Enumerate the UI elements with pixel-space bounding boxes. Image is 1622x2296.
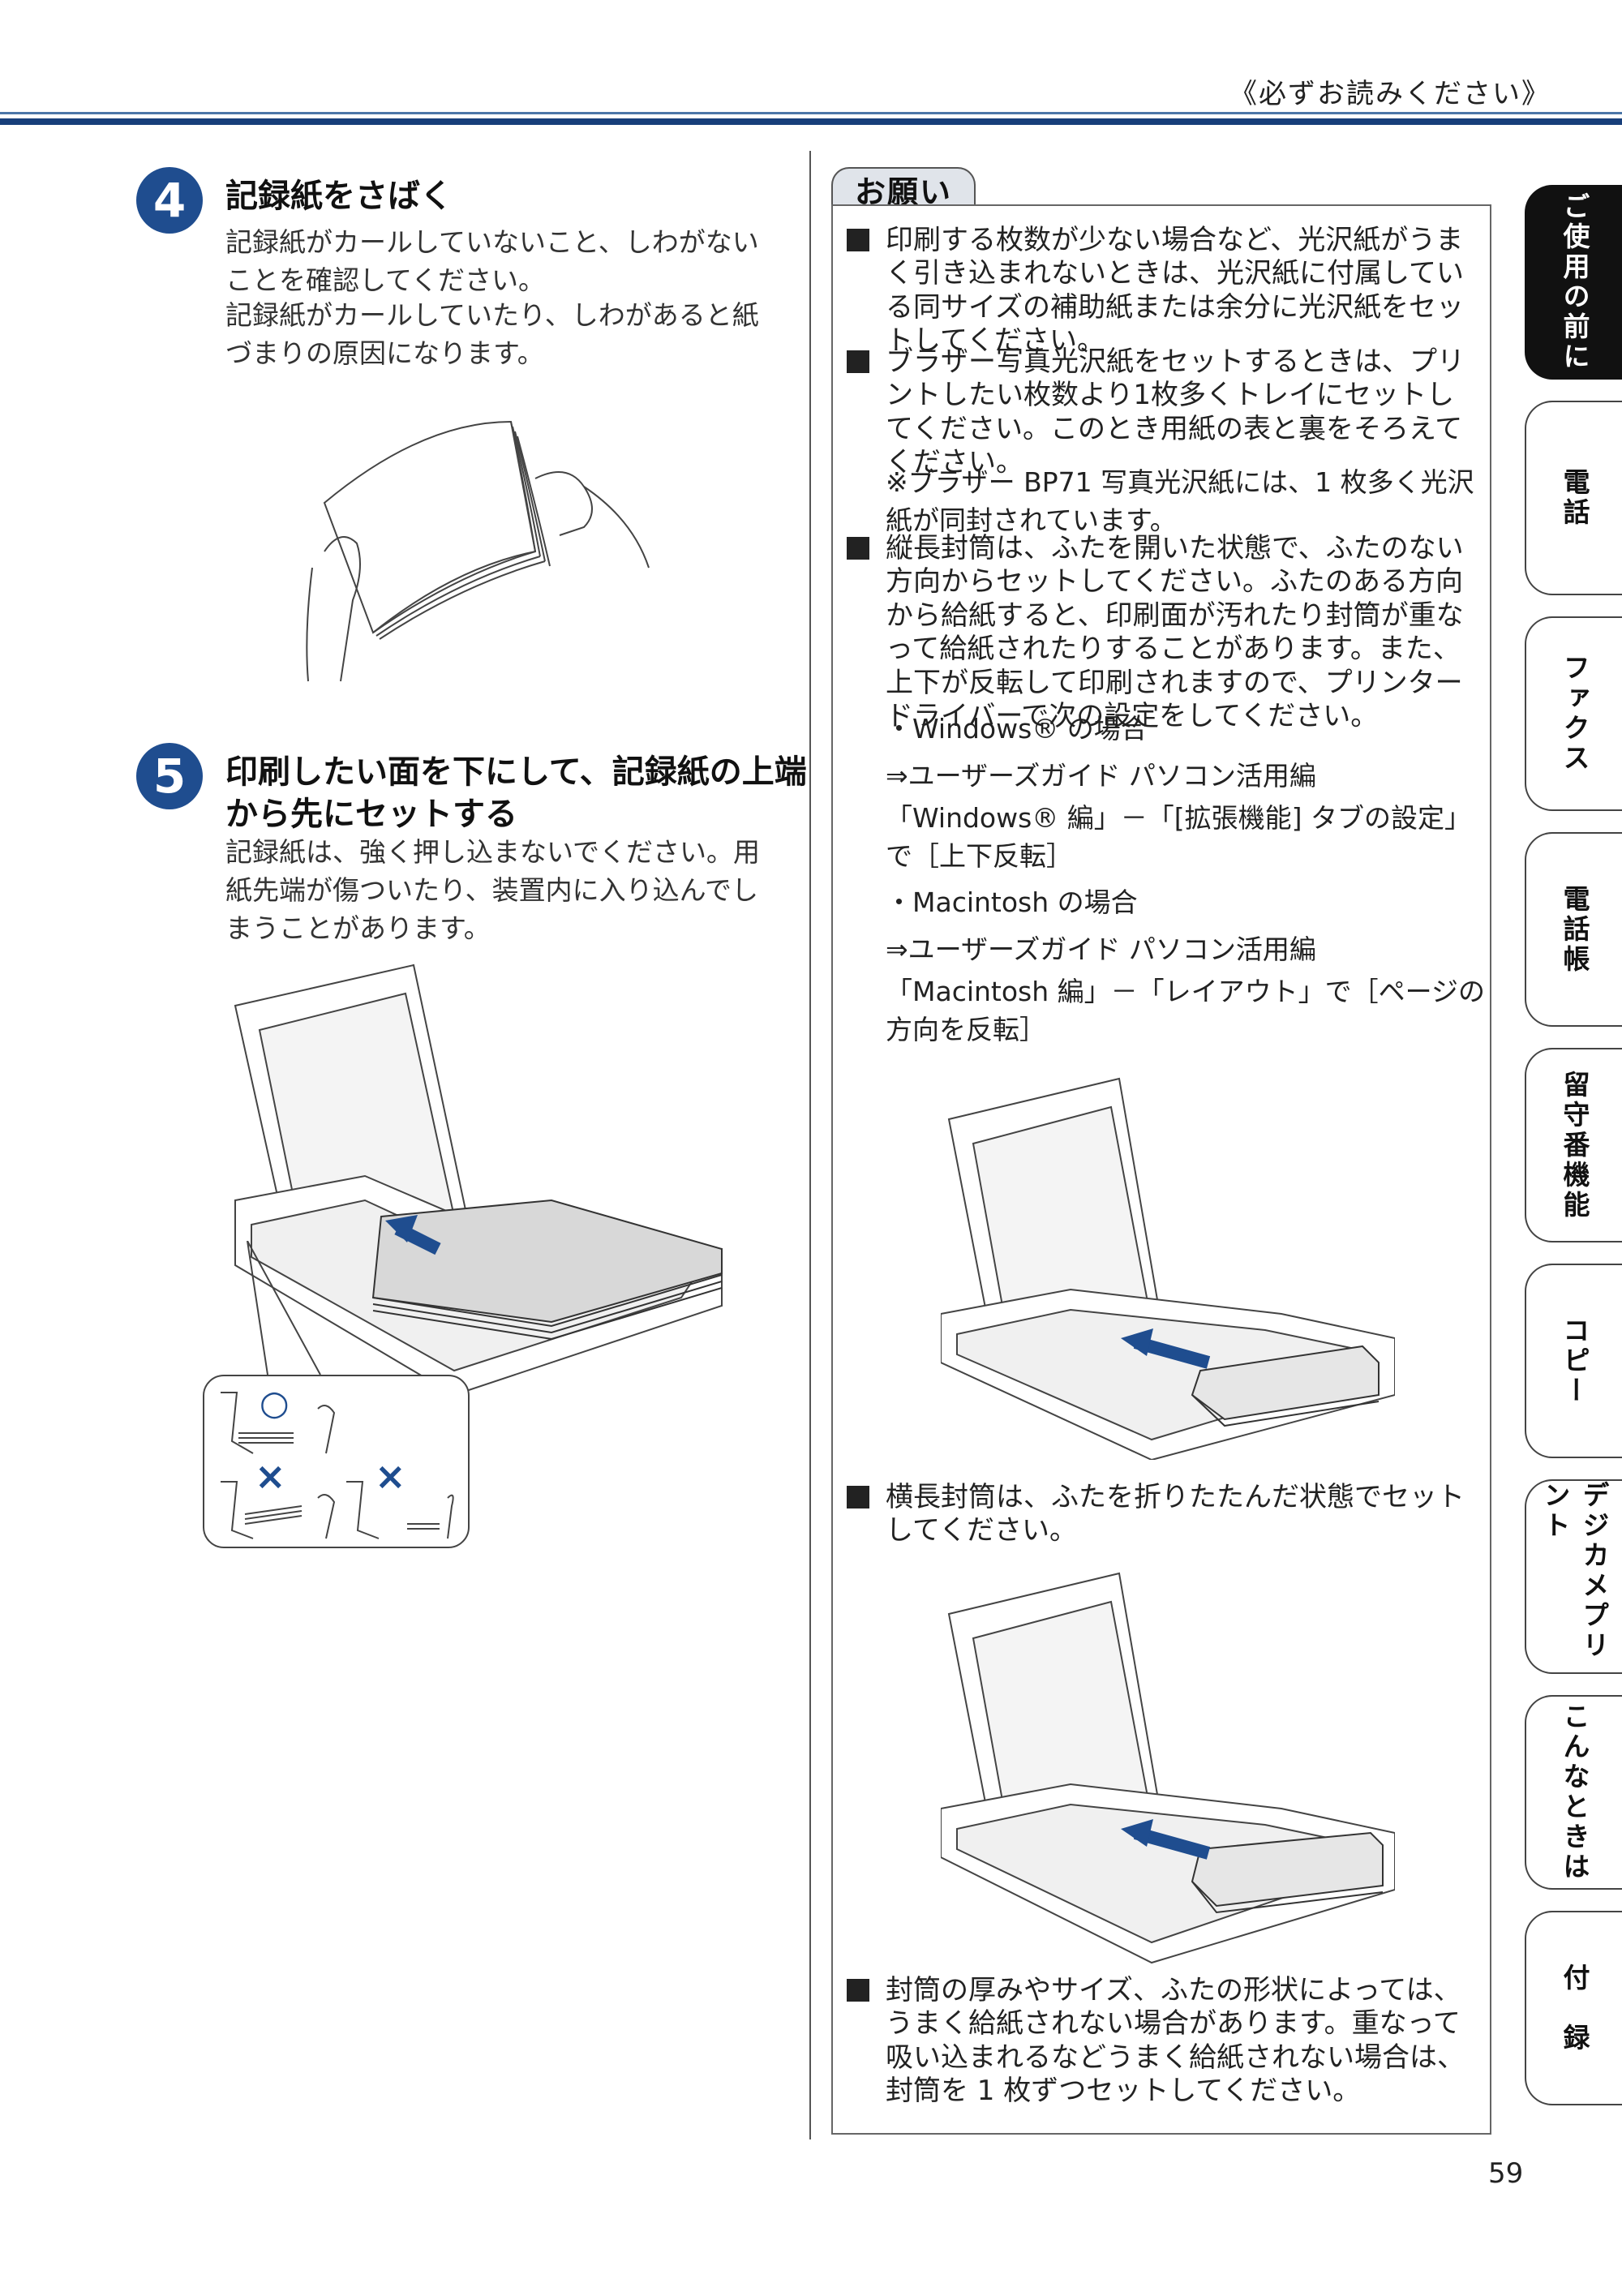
bullet-square bbox=[847, 229, 869, 251]
step-number: 4 bbox=[136, 167, 203, 234]
wide-envelope-tray-illustration bbox=[941, 1572, 1395, 1964]
header-rule-thick bbox=[0, 118, 1622, 125]
placement-diagram bbox=[221, 1392, 454, 1539]
side-tab-label: 付 録 bbox=[1559, 1963, 1590, 2054]
windows-setting: 「Windows® 編」－「[拡張機能] タブの設定」で［上下反転］ bbox=[886, 802, 1472, 872]
step-text: 記録紙がカールしていたり、しわがあると紙づまりの原因になります。 bbox=[225, 299, 759, 369]
request-note: ※ブラザー BP71 写真光沢紙には、1 枚多く光沢紙が同封されています。 bbox=[886, 466, 1474, 536]
fanning-paper-illustration bbox=[306, 420, 650, 682]
side-tab-label: 電話帳 bbox=[1559, 884, 1590, 975]
side-tab-appendix[interactable]: 付 録 bbox=[1525, 1911, 1622, 2105]
ok-mark: ○ bbox=[260, 1383, 290, 1423]
request-tab-label: お願い bbox=[831, 167, 976, 210]
request-bullet: 横長封筒は、ふたを折りたたんだ状態でセットしてください。 bbox=[847, 1481, 1479, 1548]
windows-heading: ・Windows® の場合 bbox=[886, 713, 1148, 745]
column-divider bbox=[809, 151, 811, 2139]
bullet-text: 印刷する枚数が少ない場合など、光沢紙がうまく引き込まれないときは、光沢紙に付属し… bbox=[886, 224, 1464, 358]
bullet-text: 封筒の厚みやサイズ、ふたの形状によっては、うまく給紙されない場合があります。重な… bbox=[886, 1974, 1465, 2108]
side-tab-label: ファクス bbox=[1559, 654, 1590, 774]
bullet-square bbox=[847, 350, 869, 373]
step-text: 記録紙がカールしていないこと、しわがないことを確認してください。 bbox=[225, 226, 759, 296]
side-tab-phone[interactable]: 電話 bbox=[1525, 401, 1622, 595]
bullet-text: ブラザー写真光沢紙をセットするときは、プリントしたい枚数より1枚多くトレイにセッ… bbox=[886, 345, 1465, 479]
request-bullet: 印刷する枚数が少ない場合など、光沢紙がうまく引き込まれないときは、光沢紙に付属し… bbox=[847, 224, 1479, 358]
side-tab-label: デジカメプリント bbox=[1539, 1481, 1610, 1661]
step-title: 記録紙をさばく bbox=[225, 178, 453, 215]
step-number: 5 bbox=[136, 743, 203, 809]
side-tab-photo-print[interactable]: デジカメプリント bbox=[1525, 1479, 1622, 1674]
mac-heading: ・Macintosh の場合 bbox=[886, 886, 1138, 918]
side-tab-troubleshooting[interactable]: こんなときは bbox=[1525, 1695, 1622, 1890]
bullet-square bbox=[847, 537, 869, 560]
side-tab-label: 電話 bbox=[1559, 468, 1590, 528]
side-tab-label: ご使用の前に bbox=[1559, 192, 1590, 372]
side-tab-copy[interactable]: コピー bbox=[1525, 1264, 1622, 1458]
step-title: 印刷したい面を下にして、記録紙の上端から先にセットする bbox=[225, 753, 807, 833]
mac-reference: ⇒ユーザーズガイド パソコン活用編 bbox=[886, 933, 1316, 965]
side-tab-label: コピー bbox=[1559, 1315, 1590, 1406]
long-envelope-tray-illustration bbox=[941, 1077, 1395, 1460]
windows-reference: ⇒ユーザーズガイド パソコン活用編 bbox=[886, 760, 1316, 792]
header-note: 《必ずお読みください》 bbox=[1229, 78, 1551, 110]
mac-setting: 「Macintosh 編」－「レイアウト」で［ページの方向を反転］ bbox=[886, 976, 1485, 1045]
ng-mark: × bbox=[375, 1454, 406, 1498]
page-number: 59 bbox=[1488, 2157, 1524, 2190]
bullet-square bbox=[847, 1979, 869, 2002]
inset-leader-lines bbox=[247, 1241, 321, 1375]
side-tab-answering[interactable]: 留守番機能 bbox=[1525, 1048, 1622, 1242]
side-tab-before-use[interactable]: ご使用の前に bbox=[1525, 185, 1622, 380]
bullet-text: 横長封筒は、ふたを折りたたんだ状態でセットしてください。 bbox=[886, 1481, 1465, 1547]
ng-mark: × bbox=[255, 1454, 286, 1498]
side-tab-phonebook[interactable]: 電話帳 bbox=[1525, 832, 1622, 1027]
side-tab-fax[interactable]: ファクス bbox=[1525, 616, 1622, 811]
header-rule-thin bbox=[0, 112, 1622, 114]
request-bullet: ブラザー写真光沢紙をセットするときは、プリントしたい枚数より1枚多くトレイにセッ… bbox=[847, 345, 1479, 480]
placement-inset: ○ × × bbox=[203, 1375, 470, 1548]
bullet-square bbox=[847, 1486, 869, 1508]
request-bullet: 封筒の厚みやサイズ、ふたの形状によっては、うまく給紙されない場合があります。重な… bbox=[847, 1974, 1479, 2109]
bullet-text: 縦長封筒は、ふたを開いた状態で、ふたのない方向からセットしてください。ふたのある… bbox=[886, 532, 1464, 733]
paper-tray-illustration bbox=[234, 963, 723, 1395]
request-bullet: 縦長封筒は、ふたを開いた状態で、ふたのない方向からセットしてください。ふたのある… bbox=[847, 532, 1479, 734]
side-tab-label: こんなときは bbox=[1559, 1702, 1590, 1882]
side-tab-label: 留守番機能 bbox=[1559, 1070, 1590, 1221]
step-text: 記録紙は、強く押し込まないでください。用紙先端が傷ついたり、装置内に入り込んでし… bbox=[225, 836, 761, 944]
